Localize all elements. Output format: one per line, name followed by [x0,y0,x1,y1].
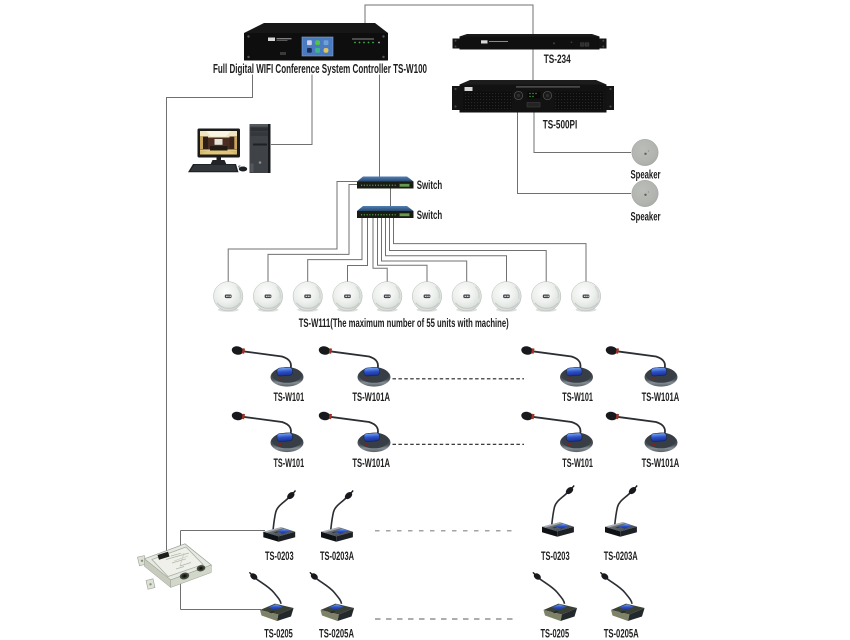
svg-text:TS-234: TS-234 [544,52,571,66]
svg-text:TS-0203: TS-0203 [265,549,294,563]
svg-text:TS-0205: TS-0205 [264,626,293,640]
svg-text:TS-W101: TS-W101 [562,456,593,470]
svg-text:TS-0205A: TS-0205A [319,626,354,640]
svg-text:TS-W101: TS-W101 [562,390,593,404]
svg-text:TS-W101A: TS-W101A [642,456,680,470]
svg-text:Speaker: Speaker [631,210,661,224]
svg-text:TS-0205A: TS-0205A [604,626,639,640]
svg-text:TS-0205: TS-0205 [541,626,570,640]
svg-text:TS-W101A: TS-W101A [352,390,390,404]
svg-text:TS-0203A: TS-0203A [320,549,354,563]
svg-text:TS-500PI: TS-500PI [543,118,578,132]
svg-text:Full Digital WIFI Conference S: Full Digital WIFI Conference System Cont… [213,61,427,76]
svg-text:TS-W111(The maximum number of: TS-W111(The maximum number of 55 units w… [299,316,509,330]
svg-text:TS-W101: TS-W101 [274,456,305,470]
svg-text:TS-W101A: TS-W101A [352,456,390,470]
svg-text:TS-0203: TS-0203 [541,549,570,563]
svg-text:TS-W101: TS-W101 [274,390,305,404]
svg-text:TS-0203A: TS-0203A [604,549,638,563]
svg-text:TS-W101A: TS-W101A [642,390,680,404]
svg-text:Speaker: Speaker [631,167,661,181]
svg-text:Switch: Switch [417,178,443,192]
svg-text:Switch: Switch [417,208,443,222]
